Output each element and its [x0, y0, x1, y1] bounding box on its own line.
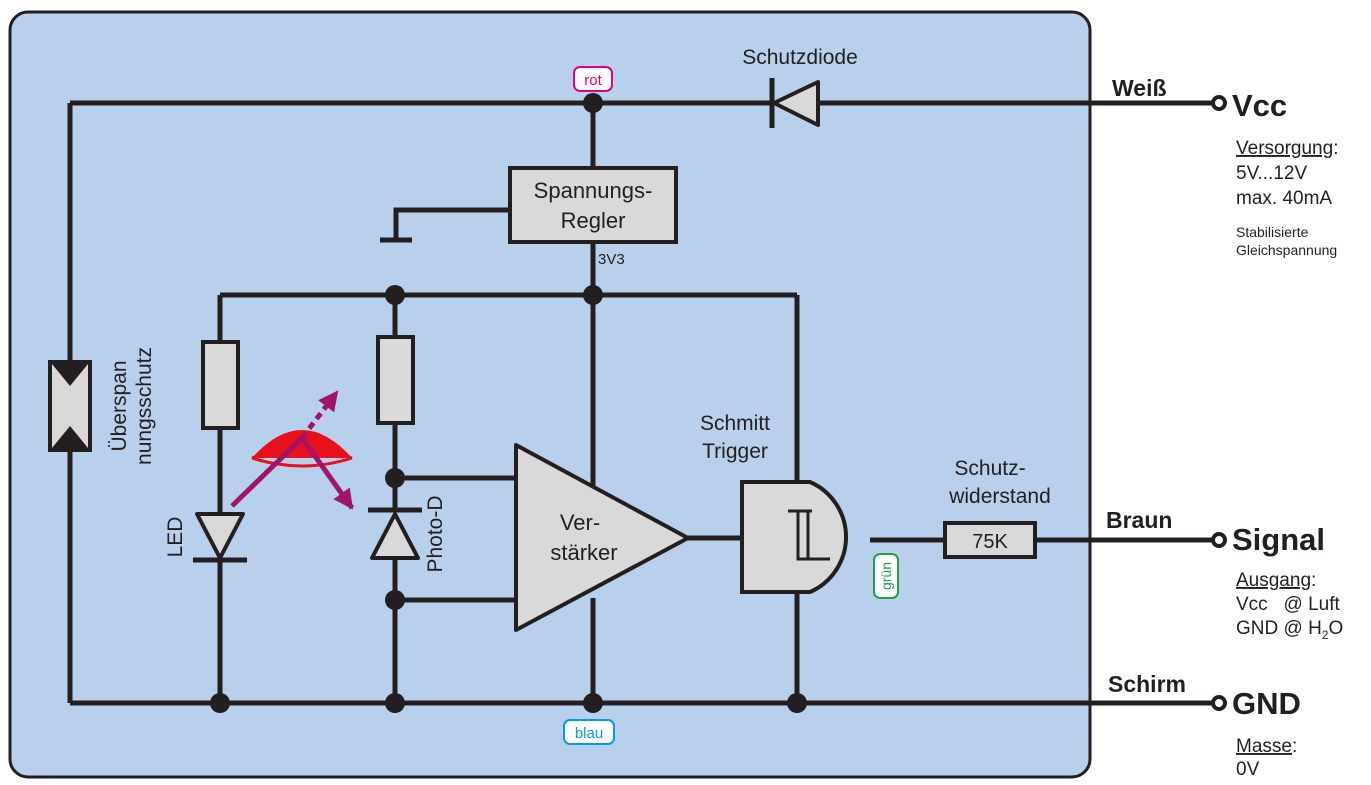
- voltage-regulator-label-1: Spannungs-: [534, 178, 653, 203]
- vcc-desc-line-1: 5V...12V: [1236, 163, 1307, 184]
- schmitt-trigger-label-1: Schmitt: [700, 412, 770, 435]
- regulator-output-label: 3V3: [598, 251, 625, 268]
- vcc-note-line-1: Stabilisierte: [1236, 224, 1309, 240]
- vcc-desc-title: Versorgung: [1236, 138, 1333, 159]
- signal-desc-title: Ausgang: [1236, 570, 1311, 591]
- photo-resistor: [376, 335, 415, 425]
- prism-lens: [251, 430, 353, 468]
- voltage-regulator: [508, 166, 678, 244]
- signal-desc-line-1: Vcc @ Luft: [1236, 594, 1340, 615]
- signal-terminal-name: Signal: [1232, 522, 1325, 557]
- svg-text:Versorgung:: Versorgung:: [1236, 138, 1338, 159]
- svg-text:Masse:: Masse:: [1236, 736, 1297, 757]
- sensor-housing-panel: [8, 10, 1092, 779]
- protection-resistor-label-1: Schutz-: [954, 457, 1025, 480]
- svg-text:Ausgang:: Ausgang:: [1236, 570, 1316, 591]
- signal-wire-color: Braun: [1106, 507, 1172, 533]
- protection-resistor-value: 75K: [972, 531, 1008, 553]
- vcc-wire-color: Weiß: [1112, 75, 1167, 101]
- photo-diode-label: Photo-D: [424, 495, 447, 572]
- led-diode: [193, 512, 247, 563]
- vcc-desc-line-2: max. 40mA: [1236, 188, 1332, 209]
- wire-color-tag-gruen: grün: [878, 562, 894, 590]
- protection-resistor-label-2: widerstand: [948, 485, 1051, 508]
- gnd-desc-line-1: 0V: [1236, 759, 1260, 780]
- gnd-desc-title: Masse: [1236, 736, 1292, 757]
- schmitt-trigger-label-2: Trigger: [702, 440, 768, 463]
- wiring: [67, 100, 1213, 706]
- photo-diode: [368, 507, 422, 560]
- junction-dots: [210, 93, 807, 713]
- gnd-terminal-name: GND: [1232, 686, 1301, 721]
- protection-diode: [769, 78, 820, 128]
- protection-diode-label: Schutzdiode: [742, 46, 858, 69]
- wire-color-tag-blau: blau: [575, 725, 603, 742]
- amplifier: [514, 443, 690, 632]
- vcc-terminal-name: Vcc: [1232, 88, 1287, 123]
- terminal-circles: [1211, 95, 1227, 711]
- overvoltage-label-1: Überspan: [108, 360, 131, 451]
- vcc-note-line-2: Gleichspannung: [1236, 242, 1337, 258]
- voltage-regulator-label-2: Regler: [561, 208, 626, 233]
- amplifier-label-1: Ver-: [560, 510, 600, 535]
- amplifier-label-2: stärker: [550, 540, 617, 565]
- light-path-arrows: [230, 390, 355, 510]
- protection-resistor: [943, 521, 1037, 559]
- gnd-wire-color: Schirm: [1108, 671, 1186, 697]
- led-resistor: [201, 340, 240, 430]
- schmitt-trigger: [740, 480, 849, 594]
- overvoltage-protector: [48, 360, 92, 452]
- wire-color-tag-rot: rot: [584, 72, 602, 89]
- led-label: LED: [164, 517, 187, 558]
- signal-desc-line-2: GND @ H2O: [1236, 618, 1343, 642]
- overvoltage-label-2: nungsschutz: [133, 347, 156, 465]
